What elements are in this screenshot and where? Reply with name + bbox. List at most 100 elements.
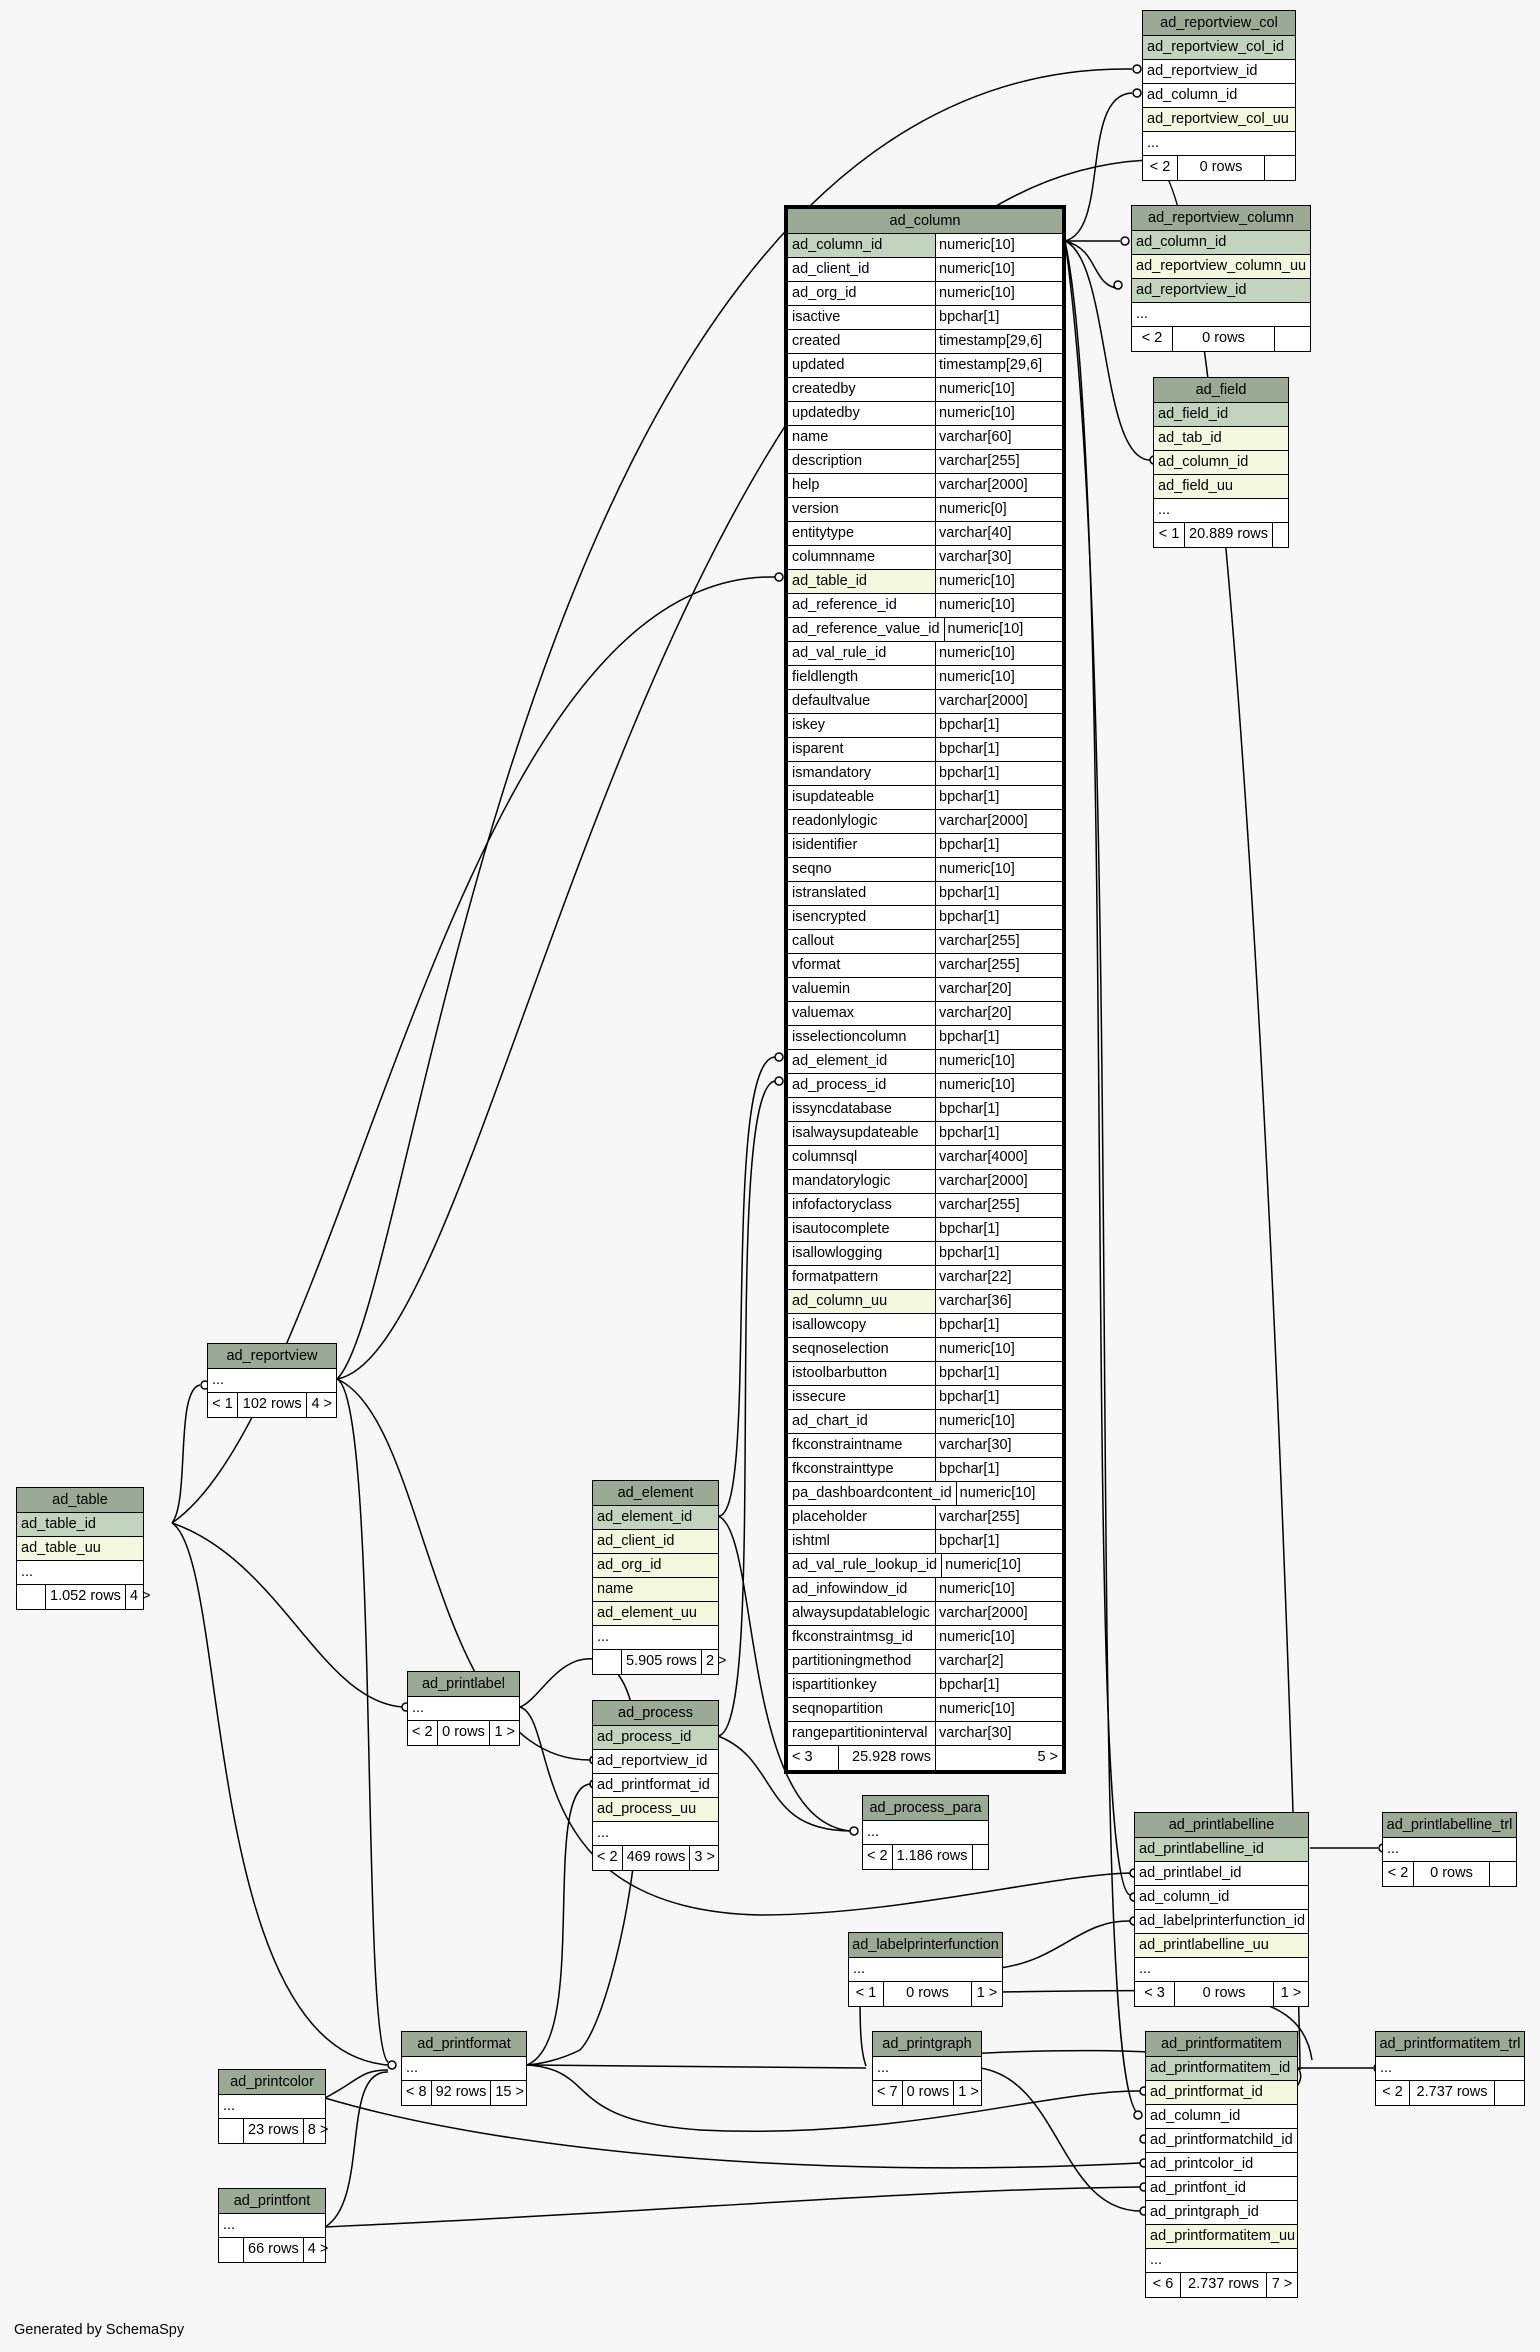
parents-link[interactable]: < 1 bbox=[212, 1396, 233, 1412]
children-link[interactable]: 7 > bbox=[1266, 2273, 1297, 2297]
parents-link[interactable]: < 2 bbox=[412, 1724, 433, 1740]
parents-link[interactable] bbox=[219, 2238, 243, 2262]
table-column-row[interactable]: ... bbox=[1383, 1838, 1516, 1862]
children-link[interactable] bbox=[971, 1845, 997, 1869]
parents-link[interactable]: < 7 bbox=[877, 2084, 898, 2100]
table-column-row[interactable]: ad_field_id bbox=[1154, 403, 1288, 427]
table-column-row[interactable]: ad_column_id bbox=[1135, 1886, 1308, 1910]
table-column-row[interactable]: ad_printlabelline_id bbox=[1135, 1838, 1308, 1862]
table-column-row[interactable]: ad_reportview_col_uu bbox=[1143, 108, 1295, 132]
children-link[interactable]: 4 > bbox=[306, 1393, 336, 1417]
table-column-row[interactable]: ... bbox=[1143, 132, 1295, 156]
children-link[interactable]: 1 > bbox=[1273, 1982, 1308, 2006]
table-column-row[interactable]: ad_printcolor_id bbox=[1146, 2153, 1297, 2177]
parents-link[interactable] bbox=[593, 1650, 621, 1674]
children-link[interactable] bbox=[1274, 327, 1310, 351]
table-column-row[interactable]: ad_column_id bbox=[1132, 231, 1310, 255]
children-link[interactable]: 4 > bbox=[124, 1585, 155, 1609]
table-column-row[interactable]: ... bbox=[1135, 1958, 1308, 1982]
table-column-row[interactable]: ad_tab_id bbox=[1154, 427, 1288, 451]
table-column-row[interactable]: ... bbox=[17, 1561, 143, 1585]
children-link[interactable]: 8 > bbox=[302, 2119, 333, 2143]
parents-link[interactable]: < 2 bbox=[1382, 2084, 1403, 2100]
table-column-row[interactable]: ... bbox=[402, 2057, 526, 2081]
table-column-row[interactable]: ad_reportview_column_uu bbox=[1132, 255, 1310, 279]
table-column-row[interactable]: ... bbox=[1132, 303, 1310, 327]
table-column-row[interactable]: ad_column_id bbox=[1146, 2105, 1297, 2129]
parents-link[interactable]: < 1 bbox=[1158, 526, 1180, 542]
parents-link[interactable]: < 6 bbox=[1152, 2276, 1174, 2292]
children-link[interactable]: 1 > bbox=[953, 2081, 983, 2105]
children-link[interactable] bbox=[1264, 156, 1295, 180]
table-column-row[interactable]: ad_reportview_id bbox=[593, 1750, 718, 1774]
children-link[interactable] bbox=[1272, 523, 1299, 547]
children-link[interactable]: 15 > bbox=[490, 2081, 528, 2105]
table-column-row[interactable]: ad_org_id bbox=[593, 1554, 718, 1578]
table-column-row[interactable]: ... bbox=[219, 2095, 325, 2119]
table-column-row[interactable]: ad_reportview_id bbox=[1132, 279, 1310, 303]
parents-link[interactable]: < 8 bbox=[406, 2084, 427, 2100]
children-link[interactable]: 5 > bbox=[935, 1746, 1062, 1770]
parents-link[interactable]: < 3 bbox=[792, 1749, 813, 1765]
parents-link[interactable]: < 2 bbox=[1141, 330, 1163, 346]
table-column-row[interactable]: ad_process_uu bbox=[593, 1798, 718, 1822]
table-column-row[interactable]: ad_reportview_id bbox=[1143, 60, 1295, 84]
table-column-row[interactable]: ... bbox=[873, 2057, 981, 2081]
table-column-row[interactable]: ad_printfont_id bbox=[1146, 2177, 1297, 2201]
children-link[interactable]: 2 > bbox=[700, 1650, 731, 1674]
table-column-row[interactable]: ... bbox=[1154, 499, 1288, 523]
table-column-row[interactable]: ... bbox=[1146, 2249, 1297, 2273]
children-link[interactable] bbox=[1494, 2081, 1524, 2105]
table-column-row[interactable]: ad_printformat_id bbox=[593, 1774, 718, 1798]
table-column-row[interactable]: ... bbox=[863, 1821, 988, 1845]
